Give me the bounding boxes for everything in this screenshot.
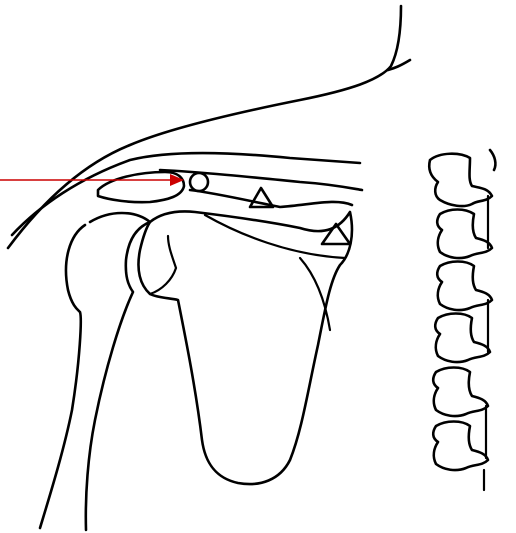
humeral-head	[40, 225, 85, 528]
vertebra	[433, 422, 488, 471]
scapula-medial-ridge	[300, 258, 330, 330]
humerus-shaft-medial	[86, 213, 150, 530]
scapular-spine	[205, 215, 345, 258]
glenoid-rim	[150, 236, 176, 294]
joint-marker	[190, 173, 208, 191]
vertebral-column	[429, 150, 495, 490]
vertebra	[435, 314, 490, 363]
vertebra	[429, 154, 492, 206]
vertebra	[437, 210, 492, 259]
vertebra	[490, 150, 495, 170]
clavicle-upper-edge	[12, 153, 360, 235]
vertebra	[437, 262, 492, 311]
neck-outline	[8, 6, 401, 248]
vertebra	[433, 368, 488, 417]
